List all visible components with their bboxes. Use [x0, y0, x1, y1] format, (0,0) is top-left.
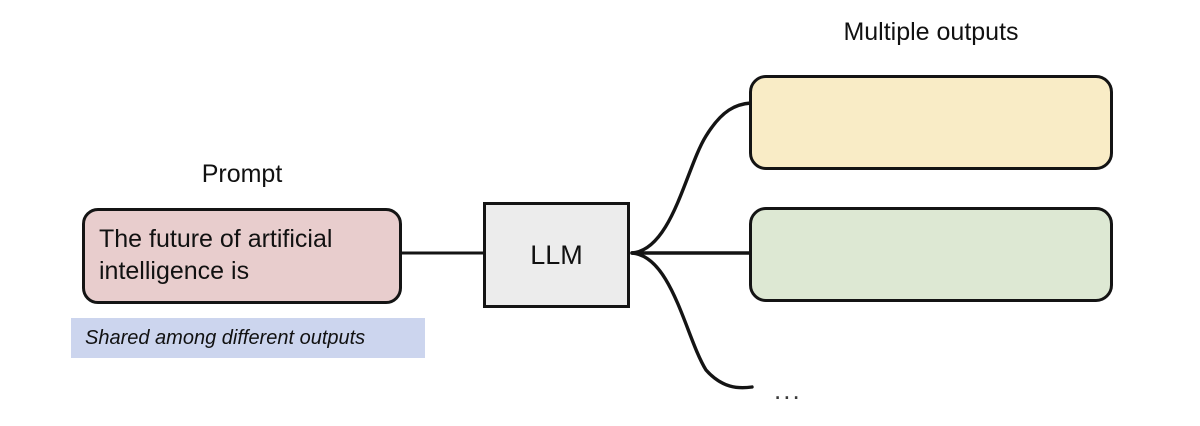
outputs-section-label: Multiple outputs	[843, 18, 1019, 46]
edge-llm-to-output-3	[630, 251, 754, 390]
llm-node-text: LLM	[530, 239, 583, 270]
output-node-1[interactable]	[749, 75, 1113, 170]
shared-annotation-text: Shared among different outputs	[85, 326, 366, 349]
prompt-section-label: Prompt	[201, 160, 283, 188]
output-ellipsis: ...	[774, 375, 802, 405]
prompt-node-text: The future of artificial intelligence is	[99, 225, 333, 285]
prompt-node[interactable]: The future of artificial intelligence is	[82, 208, 402, 304]
llm-node[interactable]: LLM	[483, 202, 630, 308]
edge-llm-to-output-1	[630, 101, 753, 255]
output-node-2[interactable]	[749, 207, 1113, 302]
shared-annotation-band: Shared among different outputs	[71, 318, 425, 358]
